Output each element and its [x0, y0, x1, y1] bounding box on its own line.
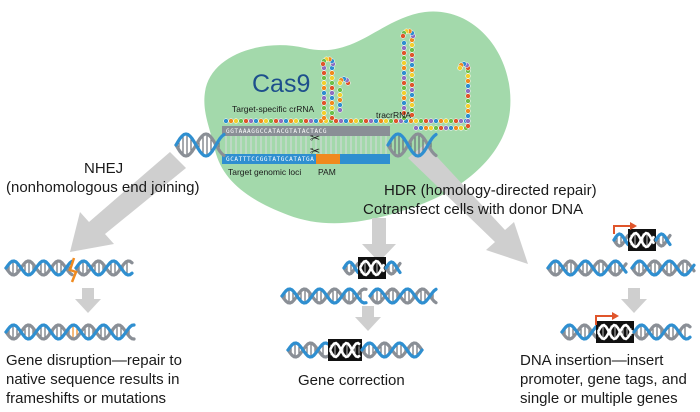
- promoter-arrowhead-donor: [630, 222, 637, 230]
- dna-top-sequence: GGTAAAGGCCATACGTATACTACG: [226, 128, 328, 135]
- insertion-line-1: DNA insertion—insert: [520, 352, 664, 369]
- donor-dna-correction: [342, 257, 402, 279]
- svg-text:✂: ✂: [310, 144, 320, 158]
- hdr-broken-dna-insertion: [546, 259, 696, 341]
- target-loci-label: Target genomic loci: [228, 167, 302, 177]
- arrow-correction-step: [355, 306, 381, 331]
- promoter-arrowhead-inserted: [612, 312, 619, 320]
- rna-loop-right: [400, 28, 416, 121]
- pam-label: PAM: [318, 167, 336, 177]
- insertion-line-2: promoter, gene tags, and: [520, 371, 687, 388]
- dna-base-ticks: [225, 136, 387, 154]
- hdr-broken-dna-correction: [280, 287, 438, 305]
- rna-loop-left: [320, 56, 351, 121]
- dna-helix-right-end: [386, 132, 438, 158]
- hdr-subtitle: Cotransfect cells with donor DNA: [363, 201, 584, 218]
- tracrrna-label: tracrRNA: [376, 110, 411, 120]
- dna-bottom-strand-bar: [222, 154, 390, 164]
- arrow-nhej: [70, 152, 186, 252]
- dna-top-strand-bar: [222, 126, 390, 136]
- nhej-repaired-dna: [4, 323, 136, 341]
- hdr-title: HDR (homology-directed repair): [384, 182, 597, 199]
- promoter-arrow-donor: [613, 225, 630, 234]
- crrna-strand: [223, 118, 469, 124]
- cas9-label: Cas9: [252, 70, 311, 98]
- disruption-line-3: frameshifts or mutations: [6, 390, 167, 407]
- pam-site: [316, 154, 340, 164]
- tracrrna-strand: [413, 61, 471, 131]
- corrected-dna: [286, 339, 424, 361]
- nhej-title: NHEJ: [84, 160, 124, 177]
- correction-label: Gene correction: [298, 372, 405, 389]
- arrow-disruption-step: [75, 288, 101, 313]
- arrow-hdr-correction: [362, 218, 396, 262]
- nhej-broken-dna: [4, 257, 134, 283]
- cut-site-scissors: ✂ ✂: [310, 131, 320, 158]
- dna-helix-left-end: [174, 132, 226, 158]
- disruption-line-2: native sequence results in: [6, 371, 180, 388]
- insertion-line-3: single or multiple genes: [520, 390, 678, 407]
- arrow-insertion-step: [621, 288, 647, 313]
- disruption-line-1: Gene disruption—repair to: [6, 352, 182, 369]
- arrow-hdr-insertion: [408, 144, 528, 264]
- inserted-dna: [596, 321, 692, 343]
- donor-dna-insertion: [612, 229, 672, 251]
- crrna-label: Target-specific crRNA: [232, 104, 315, 114]
- dna-bottom-sequence: GCATTTCCGGTATGCATATGA: [226, 156, 315, 163]
- svg-text:✂: ✂: [310, 131, 320, 145]
- nhej-subtitle: (nonhomologous end joining): [6, 179, 200, 196]
- promoter-arrow-inserted: [595, 315, 612, 325]
